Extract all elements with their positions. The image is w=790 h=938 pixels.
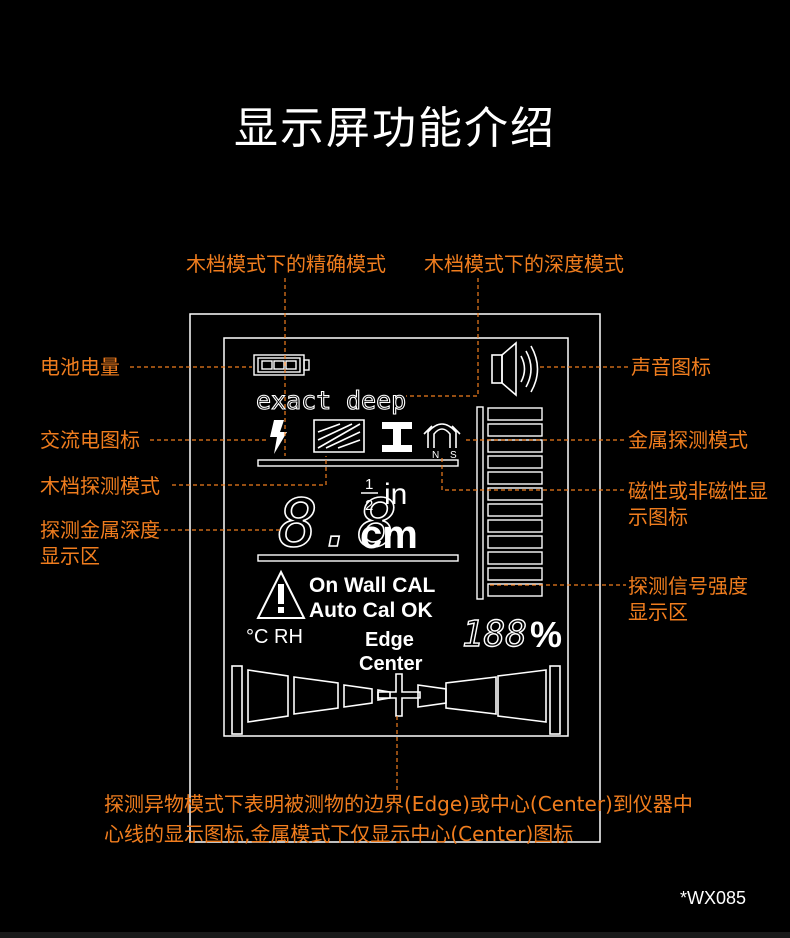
bottom-strip — [0, 932, 790, 938]
signal-bar — [487, 535, 543, 549]
warning-icon — [256, 569, 306, 619]
label-bottom: 探测异物模式下表明被测物的边界(Edge)或中心(Center)到仪器中心线的显… — [104, 792, 693, 846]
fraction-num: 1 — [365, 476, 373, 493]
label-wood-fine: 木档模式下的精确模式 — [186, 252, 386, 276]
edge-text: Edge — [365, 629, 414, 651]
magnet-s: S — [450, 450, 457, 461]
deep-label: deep — [346, 386, 406, 415]
page-title: 显示屏功能介绍 — [234, 103, 556, 154]
signal-bar — [487, 439, 543, 453]
label-metal-mode: 金属探测模式 — [628, 428, 748, 452]
speaker-icon — [491, 341, 539, 397]
temp-rh-text: °C RH — [246, 626, 303, 648]
leader-lines — [130, 278, 630, 790]
percent-sign: % — [530, 614, 562, 655]
metal-beam-icon — [382, 422, 412, 452]
model-number: *WX085 — [679, 888, 746, 908]
separator-top — [257, 459, 459, 467]
label-wood-mode: 木档探测模式 — [40, 474, 160, 498]
label-metal-depth: 探测金属深度显示区 — [40, 518, 160, 568]
signal-bar — [487, 551, 543, 565]
onwall-text: On Wall CAL — [309, 574, 436, 597]
signal-bar — [487, 519, 543, 533]
lightning-icon — [270, 420, 287, 454]
signal-bar — [487, 567, 543, 581]
depth-digits: 8.8 — [278, 485, 397, 562]
signal-rail — [476, 406, 484, 600]
signal-bar — [487, 423, 543, 437]
label-sound: 声音图标 — [631, 355, 711, 379]
autocal-text: Auto Cal OK — [309, 599, 433, 622]
lcd-inner-frame — [223, 337, 569, 737]
signal-bar — [487, 503, 543, 517]
label-signal: 探测信号强度显示区 — [628, 574, 748, 624]
exact-label: exact — [256, 386, 331, 415]
signal-bar — [487, 407, 543, 421]
signal-bar — [487, 471, 543, 485]
wood-texture-icon — [313, 419, 365, 453]
unit-cm: cm — [360, 513, 418, 557]
label-ac: 交流电图标 — [40, 428, 140, 452]
separator-mid — [257, 554, 459, 562]
percent-digits: 188 — [462, 614, 527, 655]
battery-icon — [253, 354, 310, 376]
signal-bar — [487, 487, 543, 501]
fraction-den: 2 — [365, 497, 373, 514]
label-wood-deep: 木档模式下的深度模式 — [424, 252, 624, 276]
label-magnetic: 磁性或非磁性显示图标 — [628, 479, 768, 529]
signal-bar — [487, 455, 543, 469]
magnet-icon — [423, 423, 461, 448]
center-text: Center — [359, 653, 423, 675]
lcd-outer-frame — [189, 313, 601, 843]
magnet-n: N — [432, 450, 439, 461]
unit-in: in — [384, 478, 407, 511]
signal-bar — [487, 583, 543, 597]
edge-center-indicator — [231, 665, 561, 735]
label-battery: 电池电量 — [40, 355, 120, 379]
signal-strength-bars — [487, 407, 543, 597]
